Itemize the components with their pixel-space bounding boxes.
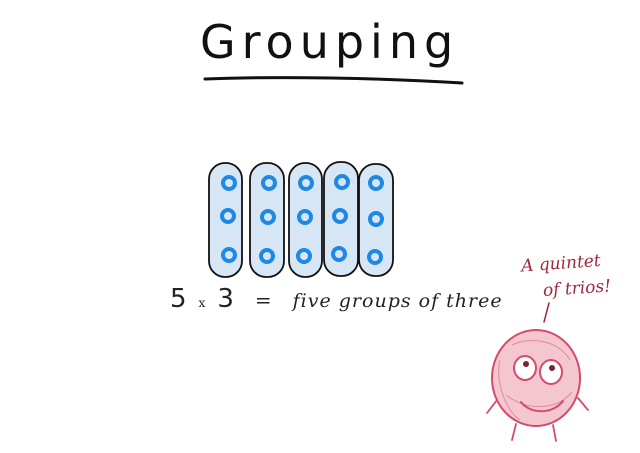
dot xyxy=(367,249,383,265)
dot xyxy=(298,175,314,191)
group-pill xyxy=(288,162,323,278)
dot xyxy=(260,209,276,225)
dot xyxy=(368,211,384,227)
dot xyxy=(261,175,277,191)
mascot-eye-right xyxy=(539,359,563,385)
dot xyxy=(332,208,348,224)
equation-equals: = xyxy=(254,288,273,312)
equation: 5 x 3 = five groups of three xyxy=(170,284,502,314)
group-pill xyxy=(249,162,285,278)
dot xyxy=(334,174,350,190)
equation-factor-b: 3 xyxy=(217,284,235,314)
dot xyxy=(296,248,312,264)
equation-words: five groups of three xyxy=(292,290,503,312)
mascot-body xyxy=(486,329,589,442)
group-pill xyxy=(323,161,359,277)
dot xyxy=(368,175,384,191)
mascot-mouth xyxy=(520,400,564,413)
page-title: Grouping xyxy=(200,15,460,69)
dot xyxy=(221,247,237,263)
group-pill xyxy=(358,163,394,277)
mascot-eye-left xyxy=(513,355,537,381)
dot xyxy=(220,208,236,224)
group-pill xyxy=(208,162,243,278)
equation-times-symbol: x xyxy=(198,296,207,310)
speech-pointer xyxy=(543,302,550,323)
dot xyxy=(221,175,237,191)
dot xyxy=(297,209,313,225)
equation-factor-a: 5 xyxy=(170,284,188,314)
dot xyxy=(331,246,347,262)
dot xyxy=(259,248,275,264)
